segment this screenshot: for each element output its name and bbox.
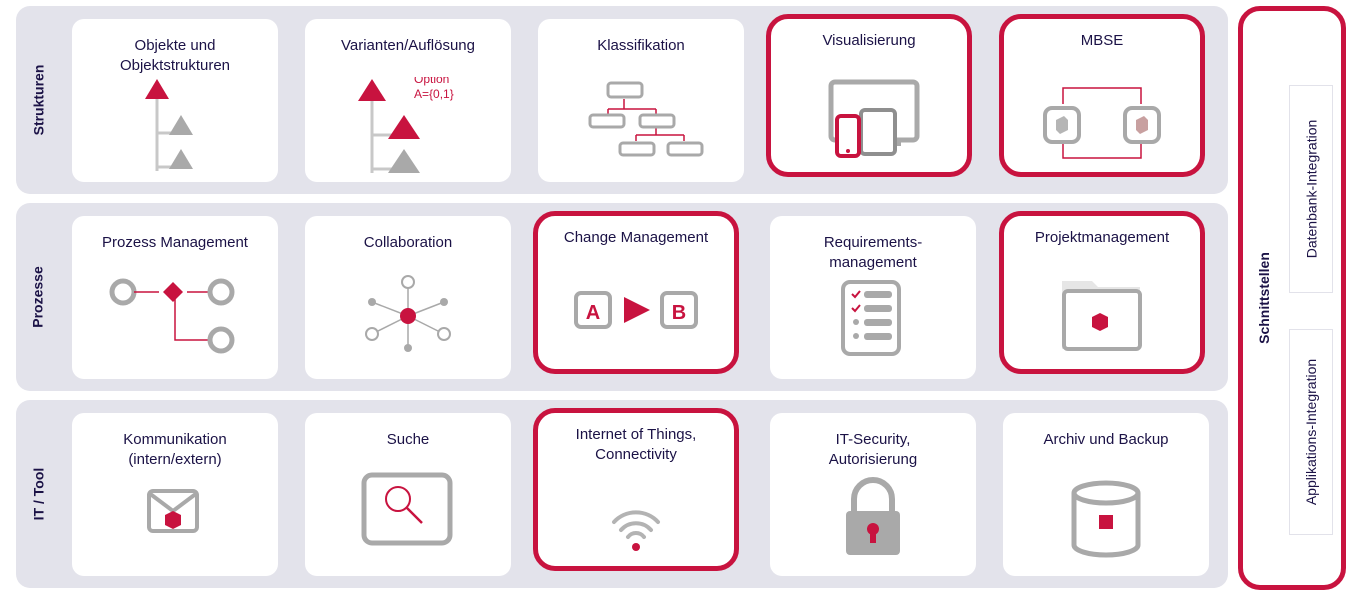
tree-icon — [145, 79, 193, 171]
tile-title: Projektmanagement — [1034, 229, 1170, 246]
tile-mbse[interactable]: MBSE — [999, 14, 1205, 177]
tile-title: Internet of Things, Connectivity — [575, 426, 697, 463]
tile-title: Suche — [386, 431, 430, 448]
interface-datenbank-integration[interactable]: Datenbank-Integration — [1290, 86, 1332, 292]
tile-title: Archiv und Backup — [1043, 431, 1169, 448]
database-icon — [1071, 480, 1141, 558]
schnittstellen-title: Schnittstellen — [1256, 252, 1273, 344]
band-label-prozesse: Prozesse — [30, 266, 47, 328]
tile-title: Prozess Management — [102, 234, 248, 251]
tile-prozess-management[interactable]: Prozess Management — [72, 216, 278, 379]
tile-title: Kommunikation (intern/extern) — [123, 431, 227, 468]
tile-title: IT-Security, Autorisierung — [828, 431, 918, 468]
model-sync-icon — [1043, 87, 1161, 159]
a-to-b-icon: A B — [574, 291, 698, 329]
wifi-icon — [612, 510, 660, 551]
tile-title: Klassifikation — [597, 37, 685, 54]
tile-title: Collaboration — [363, 234, 453, 251]
devices-icon — [828, 79, 920, 158]
process-flow-icon — [109, 278, 235, 354]
folder-icon — [1062, 281, 1142, 351]
tile-visualisierung[interactable]: Visualisierung — [766, 14, 972, 177]
variant-option-values: A={0,1} — [414, 87, 454, 101]
tile-title: Objekte und Objektstrukturen — [119, 37, 231, 74]
hierarchy-icon — [588, 81, 704, 157]
tile-title: Requirements- management — [823, 234, 923, 271]
tile-suche[interactable]: Suche — [305, 413, 511, 576]
tile-objekte[interactable]: Objekte und Objektstrukturen — [72, 19, 278, 182]
tile-change-management[interactable]: Change Management A B — [533, 211, 739, 374]
tile-projektmanagement[interactable]: Projektmanagement — [999, 211, 1205, 374]
change-box-b: B — [672, 302, 686, 324]
tile-iot[interactable]: Internet of Things, Connectivity — [533, 408, 739, 571]
tile-kommunikation[interactable]: Kommunikation (intern/extern) — [72, 413, 278, 576]
tile-security[interactable]: IT-Security, Autorisierung — [770, 413, 976, 576]
tile-title: MBSE — [1080, 32, 1124, 49]
interface-applikations-integration[interactable]: Applikations-Integration — [1290, 330, 1332, 534]
band-label-strukturen: Strukturen — [30, 64, 47, 136]
lock-icon — [846, 477, 900, 555]
tile-title: Change Management — [563, 229, 709, 246]
checklist-icon — [841, 280, 901, 356]
tile-klassifikation[interactable]: Klassifikation — [538, 19, 744, 182]
tile-archiv[interactable]: Archiv und Backup — [1003, 413, 1209, 576]
mail-icon — [147, 489, 199, 533]
tile-title: Varianten/Auflösung — [341, 37, 475, 54]
band-label-it-tool: IT / Tool — [30, 467, 46, 521]
tile-requirements[interactable]: Requirements- management — [770, 216, 976, 379]
magnifier-icon — [361, 472, 453, 546]
variant-tree-icon: Option A={0,1} — [358, 77, 454, 173]
network-icon — [365, 275, 451, 352]
tile-collaboration[interactable]: Collaboration — [305, 216, 511, 379]
change-box-a: A — [586, 302, 600, 324]
variant-option-label: Option — [414, 77, 449, 86]
tile-varianten[interactable]: Varianten/Auflösung Option A={0,1} — [305, 19, 511, 182]
tile-title: Visualisierung — [822, 32, 916, 49]
